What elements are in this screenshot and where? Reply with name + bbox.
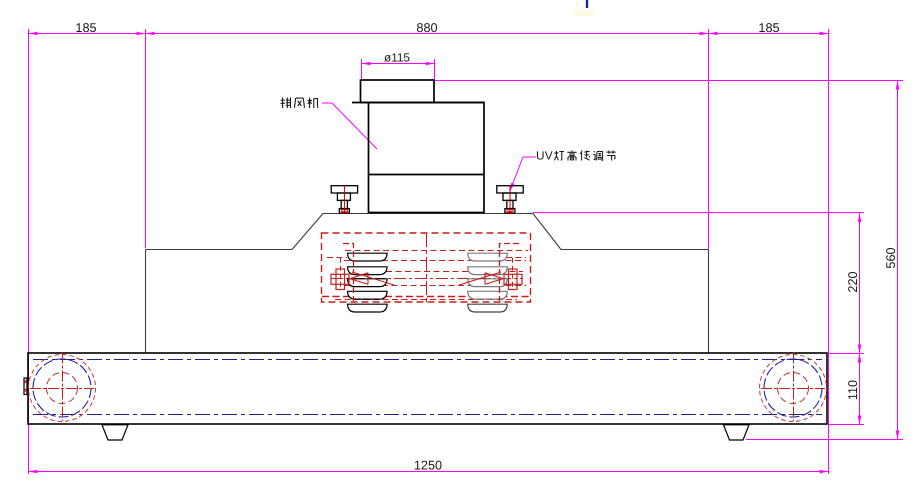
svg-text:ø115: ø115: [384, 50, 410, 64]
svg-text:185: 185: [75, 21, 96, 35]
svg-text:880: 880: [416, 21, 437, 35]
svg-text:UV: UV: [536, 149, 553, 163]
svg-text:185: 185: [758, 21, 779, 35]
svg-text:220: 220: [846, 271, 860, 292]
svg-text:560: 560: [884, 247, 898, 268]
svg-text:1250: 1250: [414, 458, 442, 472]
svg-text:110: 110: [846, 380, 860, 400]
